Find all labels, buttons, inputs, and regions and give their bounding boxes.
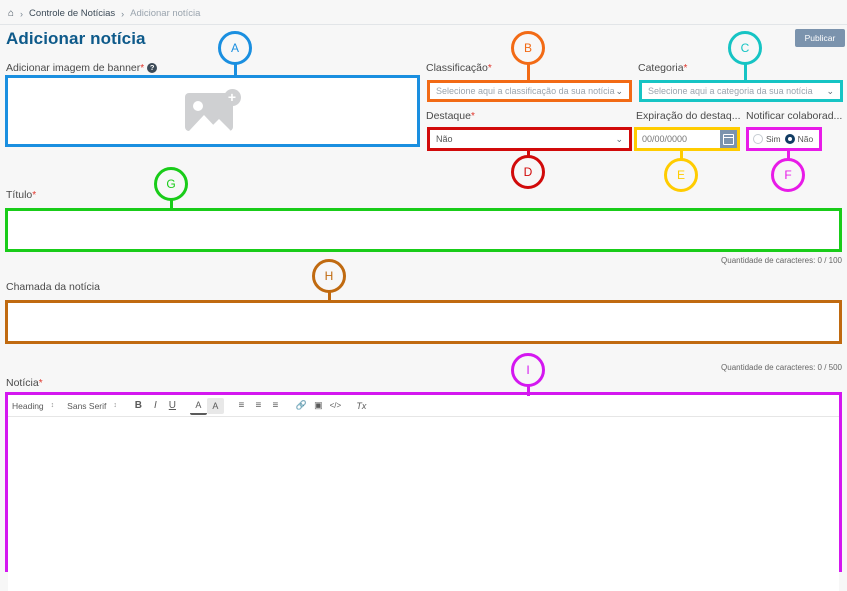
classificacao-placeholder: Selecione aqui a classificação da sua no… (436, 86, 615, 96)
annotation-stem-c (744, 58, 747, 82)
highlight-color-icon[interactable]: A (206, 397, 224, 414)
chamada-label: Chamada da notícia (6, 281, 100, 293)
titulo-input[interactable] (5, 208, 842, 252)
categoria-select[interactable]: Selecione aqui a categoria da sua notíci… (639, 80, 843, 102)
chamada-char-counter: Quantidade de caracteres: 0 / 500 (721, 363, 842, 372)
notificar-radio-nao[interactable]: Não (784, 134, 814, 144)
code-icon[interactable]: </> (329, 401, 342, 410)
annotation-stem-g (170, 195, 173, 211)
plus-badge-icon: + (223, 89, 241, 106)
annotation-marker-g: G (154, 167, 188, 201)
annotation-marker-e: E (664, 158, 698, 192)
font-family-select[interactable]: Sans Serif ↕ (67, 401, 117, 411)
destaque-value: Não (436, 134, 453, 144)
titulo-required: * (32, 190, 37, 201)
noticia-required: * (38, 378, 43, 389)
notificar-sim-label: Sim (766, 134, 781, 144)
banner-required: * (140, 63, 145, 74)
annotation-stem-d (527, 148, 530, 158)
titulo-char-counter: Quantidade de caracteres: 0 / 100 (721, 256, 842, 265)
publish-button[interactable]: Publicar (795, 29, 845, 47)
help-circle-icon[interactable]: ? (147, 63, 158, 73)
classificacao-label-text: Classificação (426, 62, 488, 74)
notificar-radio-sim[interactable]: Sim (753, 134, 781, 144)
categoria-required: * (683, 63, 688, 74)
expiracao-label: Expiração do destaq... (636, 110, 741, 122)
font-family-select-value: Sans Serif (67, 400, 107, 411)
annotation-stem-f (787, 148, 790, 161)
align-icon[interactable]: ≡ (272, 400, 279, 411)
annotation-marker-h: H (312, 259, 346, 293)
annotation-marker-i: I (511, 353, 545, 387)
annotation-marker-b: B (511, 31, 545, 65)
destaque-label-text: Destaque (426, 110, 471, 122)
text-color-icon[interactable]: A (189, 397, 207, 415)
annotation-marker-f: F (771, 158, 805, 192)
stepper-icon: ↕ (50, 402, 55, 409)
classificacao-select[interactable]: Selecione aqui a classificação da sua no… (427, 80, 632, 102)
calendar-icon[interactable] (720, 130, 737, 148)
chevron-down-icon: ⌄ (826, 85, 834, 96)
breadcrumb-link-controle-de-noticias[interactable]: Controle de Notícias (29, 8, 116, 19)
classificacao-label: Classificação* (426, 62, 492, 74)
annotation-stem-h (328, 287, 331, 303)
home-icon[interactable]: ⌂ (8, 7, 15, 19)
categoria-placeholder: Selecione aqui a categoria da sua notíci… (648, 86, 813, 96)
add-image-icon: + (184, 89, 241, 133)
ordered-list-icon[interactable]: ≡ (238, 400, 245, 411)
editor-toolbar: Heading ↕ Sans Serif ↕ B I U A A ≡ ≡ ≡ 🔗… (8, 395, 839, 417)
breadcrumb: ⌂ › Controle de Notícias › Adicionar not… (8, 8, 200, 19)
annotation-marker-a: A (218, 31, 252, 65)
breadcrumb-separator-1: › (20, 8, 24, 19)
unordered-list-icon[interactable]: ≡ (255, 400, 262, 411)
titulo-label-text: Título (6, 189, 33, 201)
categoria-label: Categoria* (638, 62, 687, 74)
page-root: ⌂ › Controle de Notícias › Adicionar not… (0, 8, 847, 591)
page-title: Adicionar notícia (6, 29, 146, 48)
expiracao-date-field[interactable] (634, 127, 740, 151)
notificar-nao-label: Não (797, 134, 814, 144)
annotation-stem-a (234, 58, 237, 78)
chamada-input[interactable] (5, 300, 842, 344)
noticia-label-text: Notícia (6, 377, 39, 389)
link-icon[interactable]: 🔗 (295, 400, 307, 410)
breadcrumb-separator-2: › (121, 8, 125, 19)
annotation-stem-b (527, 58, 530, 82)
annotation-stem-i (527, 384, 530, 396)
breadcrumb-divider (0, 24, 847, 25)
expiracao-date-input[interactable] (637, 129, 720, 149)
heading-select[interactable]: Heading ↕ (12, 401, 54, 411)
notificar-label: Notificar colaborad... (746, 110, 843, 122)
italic-icon[interactable]: I (154, 400, 157, 411)
destaque-required: * (470, 111, 475, 122)
notificar-radio-group: Sim Não (746, 127, 822, 151)
chevron-down-icon: ⌄ (615, 133, 623, 144)
radio-selected-icon (784, 134, 795, 144)
annotation-stem-e (680, 148, 683, 161)
clear-format-icon[interactable]: Tx (356, 400, 367, 411)
heading-select-value: Heading (12, 400, 44, 411)
banner-dropzone[interactable]: + (5, 75, 420, 147)
rich-text-editor: Heading ↕ Sans Serif ↕ B I U A A ≡ ≡ ≡ 🔗… (5, 392, 842, 591)
underline-icon[interactable]: U (168, 400, 176, 411)
bold-icon[interactable]: B (134, 400, 142, 411)
stepper-icon: ↕ (113, 402, 117, 409)
noticia-label: Notícia* (6, 377, 43, 389)
banner-label-text: Adicionar imagem de banner (6, 62, 141, 74)
image-icon[interactable]: ▣ (314, 400, 323, 410)
chevron-down-icon: ⌄ (615, 85, 623, 96)
annotation-marker-c: C (728, 31, 762, 65)
titulo-label: Título* (6, 189, 36, 201)
breadcrumb-current: Adicionar notícia (130, 8, 201, 19)
destaque-label: Destaque* (426, 110, 475, 122)
annotation-marker-d: D (511, 155, 545, 189)
radio-unselected-icon (753, 134, 763, 144)
categoria-label-text: Categoria (638, 62, 684, 74)
noticia-editor-area[interactable] (8, 417, 839, 591)
classificacao-required: * (487, 63, 492, 74)
banner-label: Adicionar imagem de banner*? (6, 62, 158, 74)
